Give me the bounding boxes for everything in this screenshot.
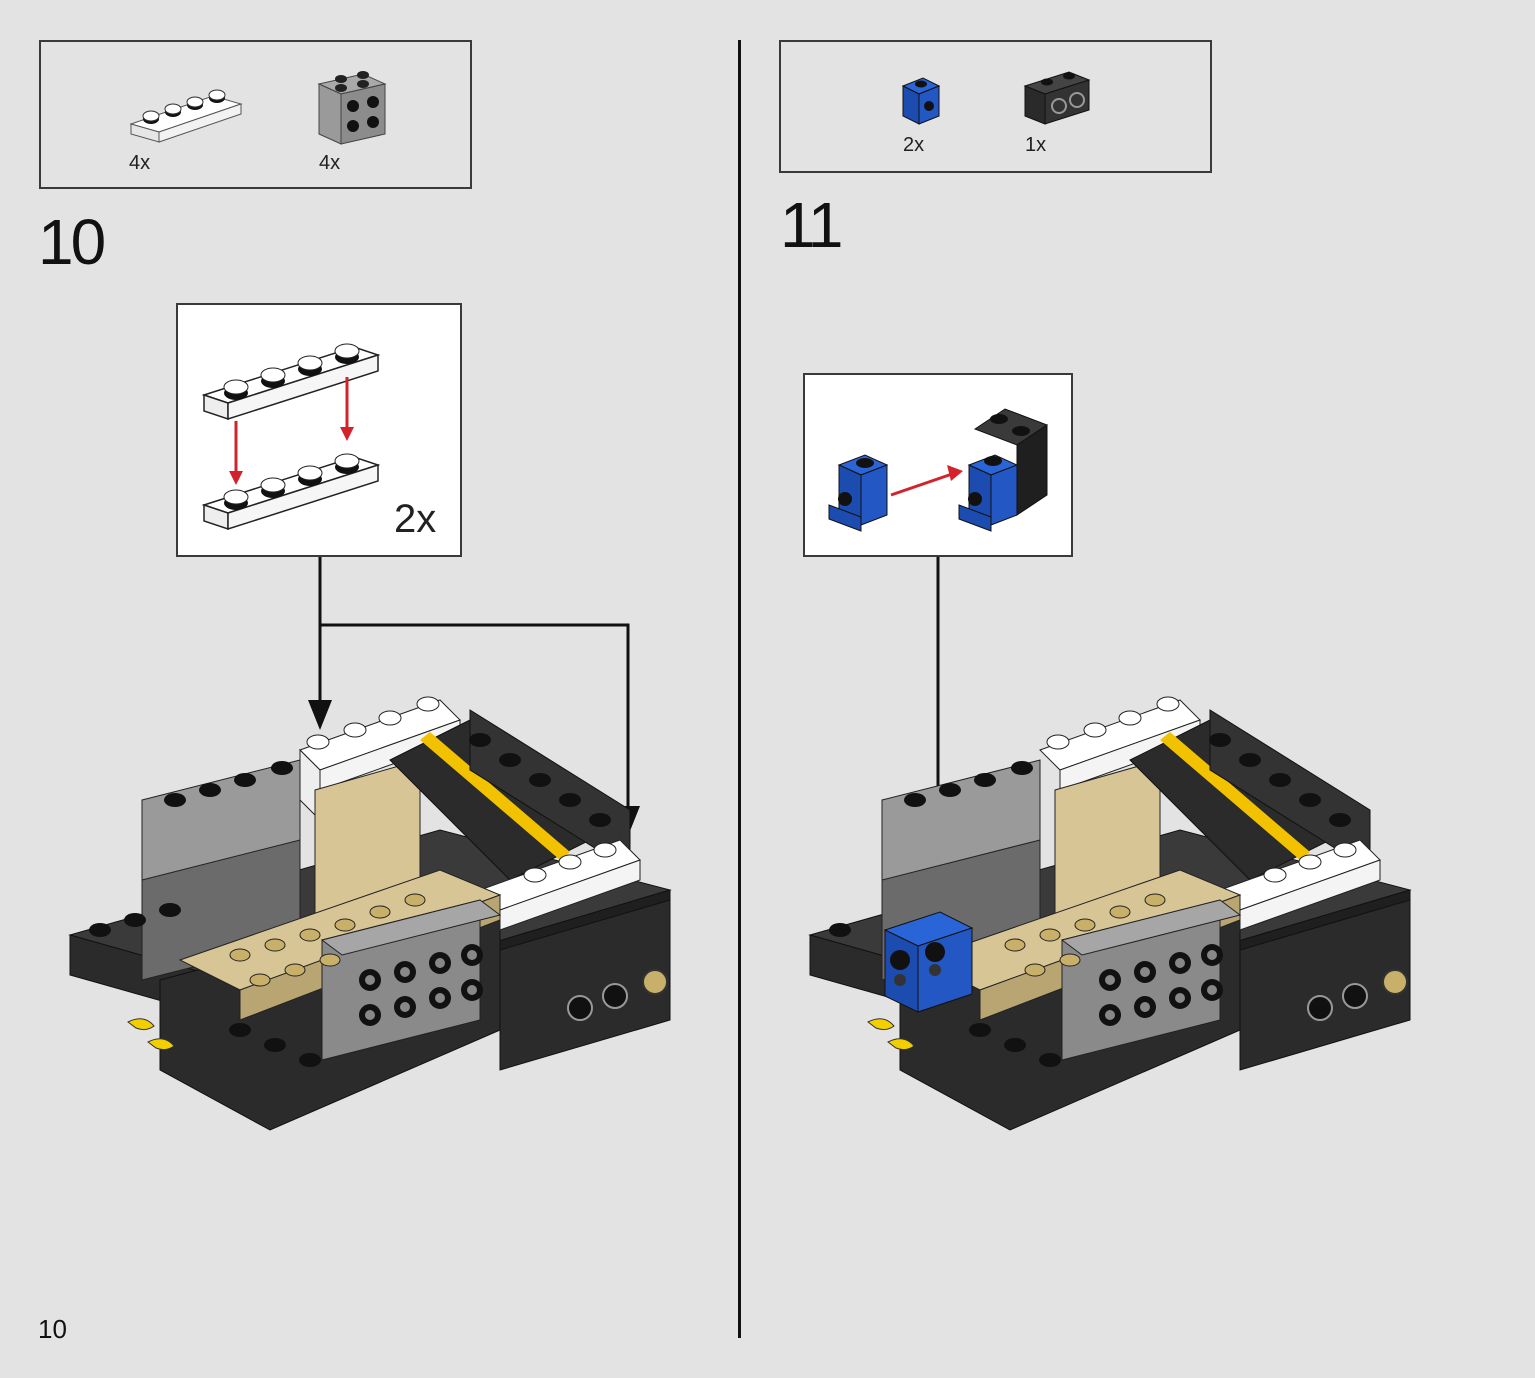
parts-list-step-10: 4x 4x xyxy=(39,40,472,189)
step-number: 10 xyxy=(38,206,106,278)
model-assembly-step-10 xyxy=(68,696,672,1131)
black-1x2-brick-with-studs-icon xyxy=(1023,71,1091,125)
grey-2x2-brick-with-studs-icon xyxy=(317,71,387,145)
blue-bracket-brick-icon xyxy=(901,77,941,125)
sub-assembly-callout xyxy=(803,373,1073,557)
stacked-plates-illustration xyxy=(201,343,381,531)
part-qty: 1x xyxy=(1025,134,1047,156)
parts-list-step-11: 2x 1x xyxy=(779,40,1212,173)
sub-assembly-callout: 2x xyxy=(176,303,462,557)
model-assembly-step-11 xyxy=(808,696,1412,1131)
step-number: 11 xyxy=(780,189,843,261)
white-1x4-plate-icon xyxy=(129,89,243,143)
part-qty: 4x xyxy=(129,152,151,174)
column-divider xyxy=(738,40,741,1338)
page-number: 10 xyxy=(38,1314,67,1344)
part-qty: 2x xyxy=(903,134,925,156)
part-qty: 4x xyxy=(319,152,341,174)
callout-multiplier: 2x xyxy=(394,497,437,541)
bracket-attach-illustration xyxy=(828,408,1049,532)
